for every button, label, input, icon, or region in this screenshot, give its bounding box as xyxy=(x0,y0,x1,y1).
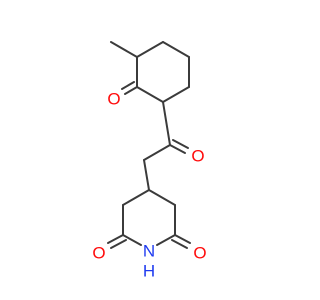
bond-ring-to-chain xyxy=(162,101,171,146)
atom-labels: O O O O N H xyxy=(92,90,206,281)
bond-ch2-to-ring xyxy=(143,159,150,191)
bond-pip-6 xyxy=(148,189,176,206)
bond-ring-carbonyl-b xyxy=(121,81,135,90)
oxygen-imide-left-label: O xyxy=(92,244,105,263)
oxygen-ring-ketone-label: O xyxy=(107,90,120,109)
bond-pip-4 xyxy=(156,234,176,246)
bond-ring-5 xyxy=(136,86,164,103)
hydrogen-imide-label: H xyxy=(143,262,155,281)
bond-imide-right-a xyxy=(174,234,191,244)
bond-chain-carbonyl-a xyxy=(169,144,186,154)
bond-ring-carbonyl-a xyxy=(124,86,138,95)
nitrogen-imide-label: N xyxy=(143,242,155,261)
bond-chain-carbonyl-b xyxy=(172,139,189,149)
bond-methyl xyxy=(110,41,138,58)
bond-ring-1 xyxy=(136,41,164,58)
bond-lines xyxy=(107,41,191,249)
bond-ring-2 xyxy=(162,41,190,58)
oxygen-imide-right-label: O xyxy=(193,244,206,263)
bond-ring-4 xyxy=(162,86,190,103)
oxygen-chain-ketone-label: O xyxy=(191,147,204,166)
bond-imide-left-a xyxy=(107,234,124,244)
bond-imide-left-b xyxy=(110,239,127,249)
bond-pip-1 xyxy=(122,189,150,206)
molecule-structure: O O O O N H xyxy=(92,41,207,281)
bond-chain-ch2 xyxy=(143,144,171,161)
bond-pip-3 xyxy=(122,234,142,246)
bond-imide-right-b xyxy=(171,239,188,249)
